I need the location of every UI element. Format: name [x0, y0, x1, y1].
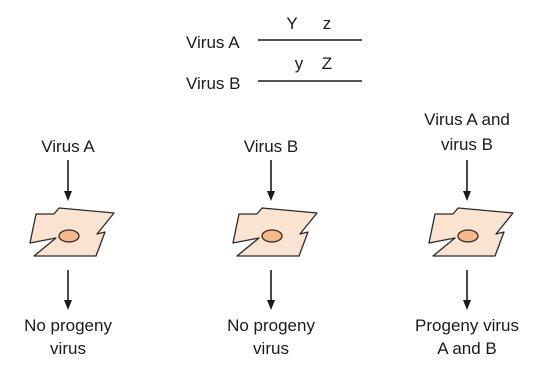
panel-2-input-label: Virus B — [244, 137, 299, 156]
nucleus — [59, 230, 79, 242]
host-cell — [233, 208, 317, 256]
gene-a-1: Y — [286, 14, 297, 33]
panel-1-input-label: Virus A — [41, 137, 95, 156]
arrowhead — [463, 191, 471, 201]
arrowhead — [267, 300, 275, 310]
panel-1-outcome-line-1: No progeny — [24, 316, 112, 335]
nucleus — [262, 230, 282, 242]
panel-virus-a-and-b: Virus A and virus B Progeny virus A and … — [415, 110, 519, 358]
host-cell — [30, 208, 114, 256]
panel-3-input-label-line-1: Virus A and — [424, 110, 510, 129]
genotype-a-name: Virus A — [186, 33, 240, 52]
arrowhead — [267, 191, 275, 201]
gene-b-1: y — [295, 54, 304, 73]
gene-a-2: z — [323, 14, 332, 33]
arrowhead — [64, 300, 72, 310]
panel-3-input-label-line-2: virus B — [441, 135, 493, 154]
arrowhead — [463, 300, 471, 310]
arrowhead — [64, 191, 72, 201]
panel-2-outcome-line-1: No progeny — [227, 316, 315, 335]
host-cell — [429, 208, 513, 256]
genotype-virus-b: Virus B y Z — [186, 54, 362, 93]
panel-1-outcome-line-2: virus — [50, 339, 86, 358]
genotype-b-name: Virus B — [186, 74, 241, 93]
panel-2-outcome-line-2: virus — [253, 339, 289, 358]
gene-b-2: Z — [322, 54, 332, 73]
panel-virus-a: Virus A No progeny virus — [24, 137, 114, 358]
genotype-virus-a: Virus A Y z — [186, 14, 362, 52]
nucleus — [458, 230, 478, 242]
panel-3-outcome-line-2: A and B — [437, 339, 497, 358]
panel-virus-b: Virus B No progeny virus — [227, 137, 317, 358]
panel-3-outcome-line-1: Progeny virus — [415, 316, 519, 335]
